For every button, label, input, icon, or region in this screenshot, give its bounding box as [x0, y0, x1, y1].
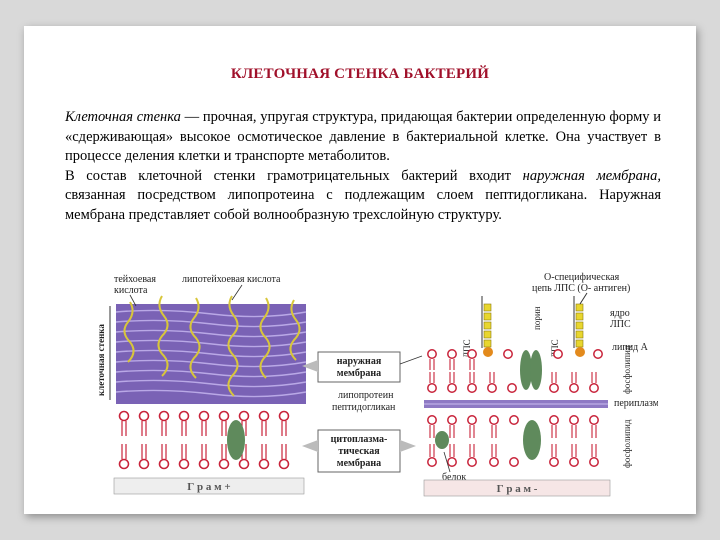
gram-neg-text-before: В состав клеточной стенки грамотрицатель…	[65, 167, 523, 184]
label-o-specific-chain-2: цепь ЛПС (О- антиген)	[532, 283, 630, 294]
label-gram-negative: Г р а м -	[497, 483, 538, 495]
label-lipoteichoic-acid: липотейхоевая кислота	[182, 274, 281, 285]
membrane-protein-small	[435, 431, 449, 449]
definition-text: — прочная, упругая структура, придающая …	[65, 109, 661, 164]
center-labels: наружная мембрана липопротеин пептидогли…	[302, 351, 423, 473]
label-o-specific-chain: О-специфическая	[544, 272, 620, 283]
slide-title: КЛЕТОЧНАЯ СТЕНКА БАКТЕРИЙ	[230, 66, 490, 82]
porin-protein-1	[520, 350, 532, 390]
label-teichoic-acid-2: кислота	[114, 285, 148, 296]
label-phospholipid-top: фосфолипид	[622, 345, 632, 394]
label-cytoplasmic-membrane-2: тическая	[338, 446, 380, 457]
label-cytoplasmic-membrane-3: мембрана	[337, 458, 381, 469]
paragraph-gram-negative: В состав клеточной стенки грамотрицатель…	[65, 167, 661, 226]
label-teichoic-acid: тейхоевая	[114, 274, 156, 285]
membrane-protein-gram-pos	[227, 420, 245, 460]
body-text: Клеточная стенка — прочная, упругая стру…	[65, 108, 661, 225]
label-lps-core-2: ЛПС	[610, 319, 631, 330]
label-lipoprotein: липопротеин	[338, 390, 394, 401]
label-periplasm: периплазма	[614, 398, 658, 409]
gram-negative-band	[423, 479, 611, 497]
membrane-protein-gram-neg	[523, 420, 541, 460]
slide: КЛЕТОЧНАЯ СТЕНКА БАКТЕРИЙ Клеточная стен…	[24, 26, 696, 514]
gram-neg-text-after: связанная посредством липопротеина с под…	[65, 187, 661, 223]
label-porin: порин	[532, 306, 542, 330]
label-outer-membrane: наружная	[337, 356, 382, 367]
gram-negative-panel: О-специфическая цепь ЛПС (О- антиген) яд…	[423, 272, 658, 497]
label-lps-left: ЛПС	[462, 339, 472, 358]
term-outer-membrane: наружная мембрана,	[522, 167, 661, 184]
label-peptidoglycan: пептидогликан	[332, 402, 396, 413]
label-lps-right: ЛПС	[550, 339, 560, 358]
label-lps-core: ядро	[610, 308, 630, 319]
lipid-a-right	[575, 347, 585, 357]
label-cytoplasmic-membrane: цитоплазма-	[331, 434, 388, 445]
term-cell-wall: Клеточная стенка	[65, 109, 181, 125]
label-protein: белок	[442, 472, 466, 483]
gram-positive-panel: тейхоевая кислота липотейхоевая кислота …	[96, 274, 307, 495]
lipid-a-left	[483, 347, 493, 357]
paragraph-definition: Клеточная стенка — прочная, упругая стру…	[65, 108, 661, 167]
label-lipid-a: липид А	[612, 342, 649, 353]
label-outer-membrane-2: мембрана	[337, 368, 381, 379]
porin-protein-2	[530, 350, 542, 390]
label-gram-positive: Г р а м +	[187, 481, 230, 493]
label-cell-wall: клеточная стенка	[96, 324, 106, 396]
gram-positive-band	[113, 477, 305, 495]
cell-wall-diagram: тейхоевая кислота липотейхоевая кислота …	[92, 268, 658, 498]
label-phospholipid-bottom: фосфолипид	[622, 419, 632, 468]
